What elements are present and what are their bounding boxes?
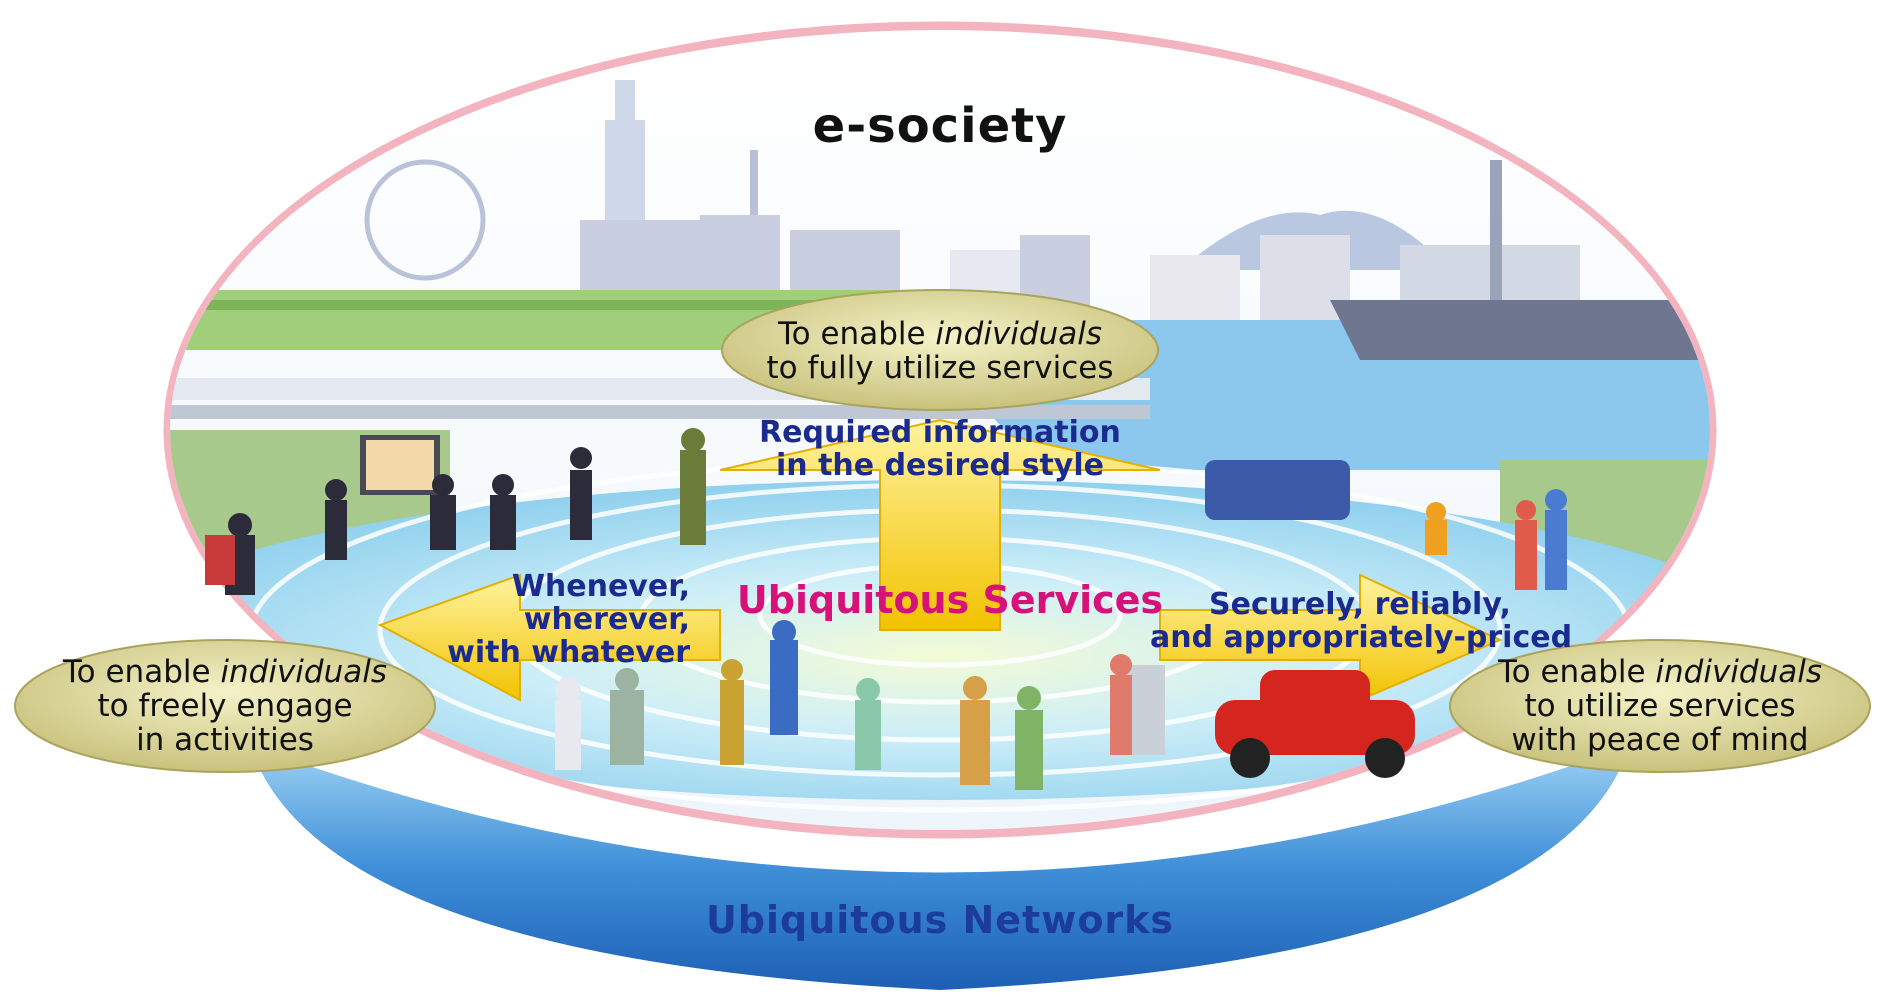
goal-top-pre: To enable: [777, 316, 936, 352]
goal-right-pre: To enable: [1497, 654, 1656, 690]
arrow-left: [377, 573, 721, 702]
goal-top-line2: to fully utilize services: [766, 350, 1114, 386]
arrow-up-text: Required information in the desired styl…: [720, 416, 1160, 482]
ship: [1330, 300, 1710, 360]
goal-left-line2: to freely engage: [97, 688, 353, 724]
sofa: [1205, 460, 1350, 520]
arrow-left-line3: with whatever: [447, 635, 690, 670]
arrow-up-line1: Required information: [759, 415, 1121, 450]
bubble-right: [1449, 639, 1871, 773]
goal-right-em: individuals: [1655, 654, 1823, 690]
arrow-left-line2: wherever,: [523, 602, 690, 637]
globe-base: [250, 745, 1630, 990]
goal-top: To enable individuals to fully utilize s…: [740, 317, 1140, 385]
arrow-right-text: Securely, reliably, and appropriately-pr…: [1150, 587, 1573, 655]
arrow-left-line1: Whenever,: [511, 569, 690, 604]
goal-right: To enable individuals to utilize service…: [1460, 655, 1860, 757]
arrow-right-line1: Securely, reliably,: [1209, 587, 1511, 622]
ferris-wheel: [364, 159, 486, 281]
page-title: e-society: [812, 98, 1068, 154]
arrow-up: [719, 418, 1161, 631]
arrow-right: [1159, 573, 1503, 702]
goal-left-em: individuals: [220, 654, 388, 690]
goal-right-line2: to utilize services: [1524, 688, 1796, 724]
ubiquitous-services-label: Ubiquitous Services: [736, 578, 1164, 622]
goal-left-pre: To enable: [62, 654, 221, 690]
goal-top-em: individuals: [935, 316, 1103, 352]
goal-right-line3: with peace of mind: [1511, 722, 1809, 758]
arrow-up-line2: in the desired style: [776, 448, 1104, 483]
arrow-left-text: Whenever, wherever, with whatever: [390, 570, 690, 669]
bubble-left: [14, 639, 436, 773]
goal-left: To enable individuals to freely engage i…: [25, 655, 425, 757]
goal-left-line3: in activities: [136, 722, 314, 758]
ubiquitous-networks-label: Ubiquitous Networks: [705, 898, 1175, 942]
arrow-right-line2: and appropriately-priced: [1150, 620, 1573, 655]
people-and-activities: [205, 428, 1567, 790]
arrows: [377, 418, 1503, 702]
car: [1215, 700, 1415, 755]
bubble-top: [721, 289, 1159, 411]
